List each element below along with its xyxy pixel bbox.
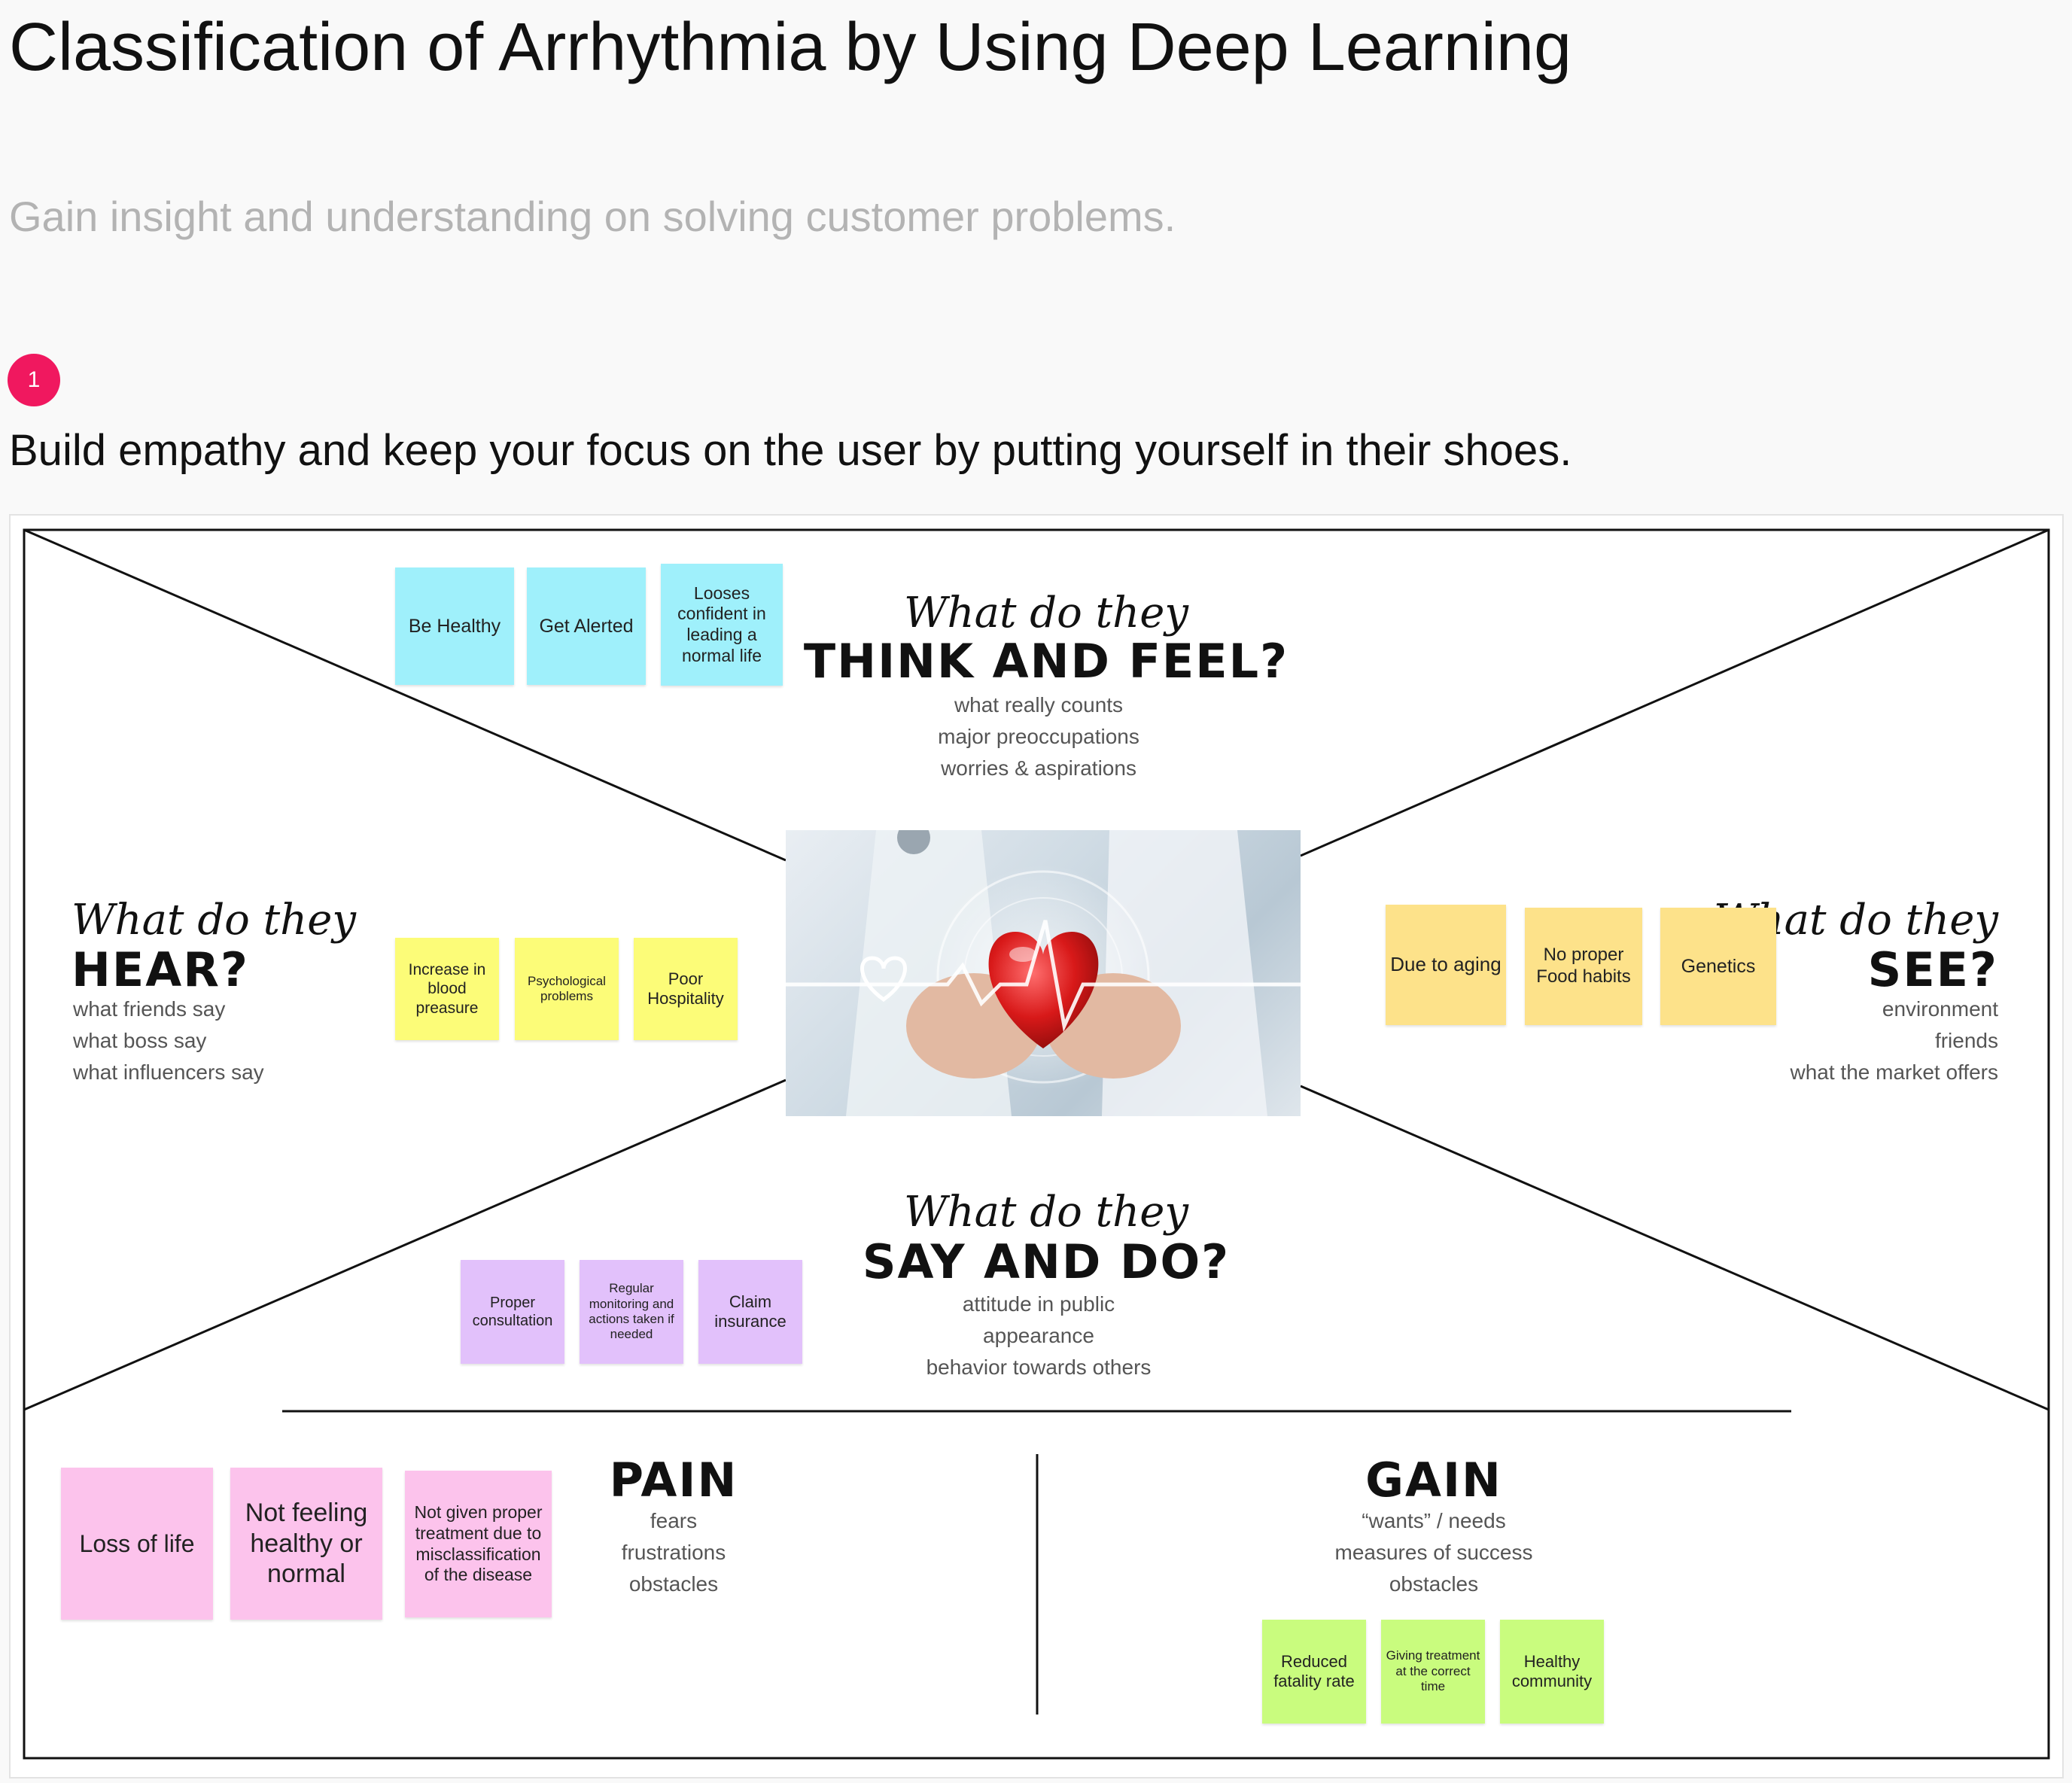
diagonal-top-left bbox=[23, 528, 787, 862]
think-feel-script-label: What do they bbox=[903, 589, 1189, 637]
think-feel-heading: THINK AND FEEL? bbox=[803, 634, 1289, 689]
see-heading: SEE? bbox=[1867, 942, 1998, 997]
diagonal-bottom-right bbox=[1300, 1085, 2049, 1411]
say-do-hint-3: behavior towards others bbox=[926, 1356, 1152, 1379]
page-title: Classification of Arrhythmia by Using De… bbox=[9, 10, 1572, 85]
pain-sticky-note[interactable]: Not given proper treatment due to miscla… bbox=[405, 1471, 552, 1617]
say-do-script-label: What do they bbox=[903, 1188, 1189, 1237]
hear-sticky-note[interactable]: Psychological problems bbox=[515, 938, 619, 1040]
gain-hint-3: obstacles bbox=[1389, 1572, 1479, 1596]
think-feel-hints: what really counts major preoccupations … bbox=[813, 689, 1264, 784]
say-do-sticky-note[interactable]: Proper consultation bbox=[461, 1260, 564, 1364]
think-feel-sticky-note[interactable]: Get Alerted bbox=[527, 567, 646, 685]
pain-hint-3: obstacles bbox=[628, 1572, 719, 1596]
think-feel-sticky-note[interactable]: Be Healthy bbox=[395, 567, 514, 685]
say-do-hint-2: appearance bbox=[983, 1324, 1094, 1347]
pain-hints: fears frustrations obstacles bbox=[561, 1505, 787, 1600]
pain-hint-2: frustrations bbox=[621, 1541, 726, 1564]
heart-image bbox=[786, 830, 1301, 1116]
gain-hints: “wants” / needs measures of success obst… bbox=[1283, 1505, 1584, 1600]
say-do-hints: attitude in public appearance behavior t… bbox=[813, 1289, 1264, 1383]
pain-heading: PAIN bbox=[609, 1453, 738, 1508]
see-sticky-note[interactable]: No proper Food habits bbox=[1525, 908, 1642, 1025]
see-hint-3: what the market offers bbox=[1790, 1060, 1999, 1084]
page-subtitle: Gain insight and understanding on solvin… bbox=[9, 193, 1176, 240]
diagonal-top-right bbox=[1300, 528, 2049, 857]
gain-sticky-note[interactable]: Reduced fatality rate bbox=[1262, 1620, 1366, 1724]
say-do-hint-1: attitude in public bbox=[962, 1292, 1115, 1316]
diagonal-bottom-left bbox=[23, 1079, 787, 1411]
see-hint-1: environment bbox=[1882, 997, 1998, 1021]
hear-hints: what friends say what boss say what infl… bbox=[73, 993, 264, 1088]
see-sticky-note[interactable]: Due to aging bbox=[1386, 905, 1506, 1025]
see-hint-2: friends bbox=[1934, 1029, 1998, 1052]
pain-sticky-note[interactable]: Loss of life bbox=[61, 1468, 213, 1620]
hear-hint-1: what friends say bbox=[73, 997, 226, 1021]
pain-sticky-note[interactable]: Not feeling healthy or normal bbox=[230, 1468, 382, 1620]
gain-hint-2: measures of success bbox=[1334, 1541, 1533, 1564]
think-feel-hint-2: major preoccupations bbox=[938, 725, 1139, 748]
say-do-heading: SAY AND DO? bbox=[862, 1234, 1231, 1289]
see-hints: environment friends what the market offe… bbox=[1656, 993, 1999, 1088]
hear-hint-3: what influencers say bbox=[73, 1060, 264, 1084]
hear-sticky-note[interactable]: Poor Hospitality bbox=[634, 938, 738, 1040]
step-instruction: Build empathy and keep your focus on the… bbox=[9, 426, 1572, 475]
think-feel-sticky-note[interactable]: Looses confident in leading a normal lif… bbox=[661, 564, 783, 686]
gain-heading: GAIN bbox=[1365, 1453, 1502, 1508]
say-do-sticky-note[interactable]: Claim insurance bbox=[698, 1260, 802, 1364]
hear-heading: HEAR? bbox=[72, 942, 249, 997]
hear-script-label: What do they bbox=[72, 896, 357, 945]
map-frame bbox=[23, 528, 2050, 1760]
gain-sticky-note[interactable]: Giving treatment at the correct time bbox=[1381, 1620, 1485, 1724]
hear-sticky-note[interactable]: Increase in blood preasure bbox=[395, 938, 499, 1040]
think-feel-hint-1: what really counts bbox=[954, 693, 1124, 717]
gain-hint-1: “wants” / needs bbox=[1362, 1509, 1506, 1532]
say-do-sticky-note[interactable]: Regular monitoring and actions taken if … bbox=[580, 1260, 683, 1364]
think-feel-hint-3: worries & aspirations bbox=[941, 756, 1136, 780]
step-number-badge: 1 bbox=[8, 354, 60, 406]
see-sticky-note[interactable]: Genetics bbox=[1660, 908, 1776, 1025]
gain-sticky-note[interactable]: Healthy community bbox=[1500, 1620, 1604, 1724]
hear-hint-2: what boss say bbox=[73, 1029, 207, 1052]
pain-hint-1: fears bbox=[650, 1509, 698, 1532]
